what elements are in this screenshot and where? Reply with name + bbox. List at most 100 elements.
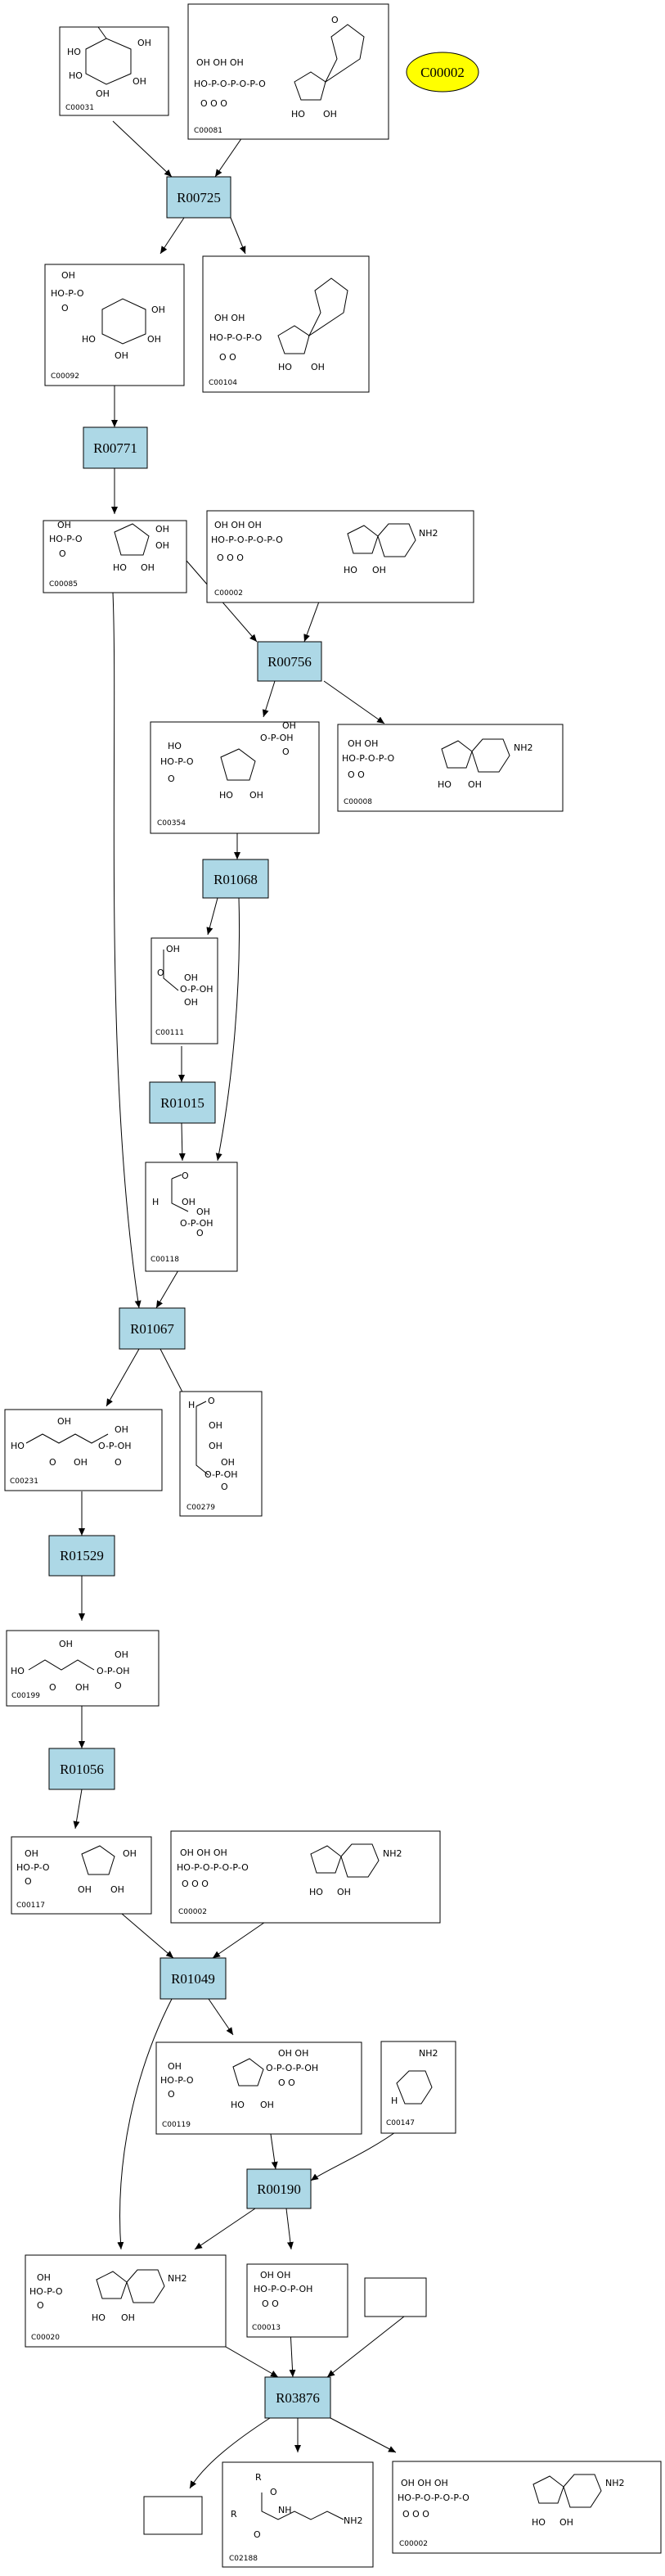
svg-text:NH2: NH2 — [419, 528, 438, 539]
highlight-node-C00002[interactable]: C00002 — [406, 52, 479, 92]
compound-label: C00002 — [178, 1908, 207, 1916]
compound-C00031[interactable]: HO OH HO OH OH C00031 — [59, 26, 169, 116]
compound-C00104[interactable]: HO-P-O-P-O OH OH O O HO OH C00104 — [202, 255, 370, 393]
compound-label: C00111 — [155, 1029, 184, 1037]
structure-atp — [310, 1843, 380, 1878]
reaction-label: R01056 — [60, 1762, 104, 1777]
structure-g6p — [101, 298, 146, 345]
svg-text:HO: HO — [309, 1887, 323, 1897]
svg-text:OH: OH — [468, 779, 482, 790]
structure-gap — [171, 1174, 189, 1212]
compound-C00085[interactable]: HO-P-O OH O OH OH HO OH C00085 — [43, 520, 187, 593]
svg-text:OH: OH — [323, 109, 337, 120]
compound-C00081[interactable]: HO-P-O-P-O-P-O OH OH OH O O O O HO OH C0… — [187, 3, 389, 140]
svg-text:HO: HO — [438, 779, 452, 790]
compound-label: C00031 — [65, 104, 94, 112]
svg-text:H: H — [188, 1400, 195, 1410]
highlight-label: C00002 — [420, 65, 465, 80]
compound-label: C00092 — [51, 372, 79, 381]
svg-text:OH: OH — [137, 38, 151, 48]
svg-text:HO-P-O-P-O-P-O: HO-P-O-P-O-P-O — [211, 535, 283, 545]
svg-text:O: O — [282, 747, 290, 757]
compound-label: C00119 — [162, 2121, 191, 2129]
svg-text:OH: OH — [75, 1682, 89, 1693]
svg-text:OH: OH — [133, 76, 146, 87]
reaction-R00756[interactable]: R00756 — [257, 641, 322, 682]
reaction-R00725[interactable]: R00725 — [166, 176, 231, 219]
compound-label: C02188 — [229, 2555, 258, 2563]
structure-adenine — [396, 2070, 433, 2105]
svg-text:OH: OH — [59, 1639, 73, 1649]
compound-label: C00279 — [186, 1504, 215, 1512]
svg-text:OH: OH — [249, 790, 263, 801]
reaction-R01049[interactable]: R01049 — [160, 1957, 227, 2000]
svg-text:NH2: NH2 — [344, 2515, 363, 2526]
structure-adp — [441, 738, 510, 773]
compound-C00013[interactable]: HO-P-O-P-OH OH OH O O C00013 — [246, 2263, 348, 2338]
structure-itp — [294, 24, 365, 101]
svg-text:OH: OH — [57, 1416, 71, 1427]
svg-text:HO: HO — [219, 790, 233, 801]
svg-text:O-P-OH: O-P-OH — [260, 733, 294, 743]
svg-text:HO: HO — [92, 2312, 106, 2323]
svg-text:OH: OH — [282, 720, 296, 731]
reaction-R01067[interactable]: R01067 — [119, 1307, 186, 1350]
edges — [73, 120, 405, 2489]
svg-text:OH: OH — [184, 997, 198, 1008]
structure-fbp — [220, 748, 256, 781]
svg-text:O O O: O O O — [182, 1879, 209, 1889]
compound-C00199[interactable]: HO OH O OH O-P-OH OH O C00199 — [6, 1630, 160, 1707]
compound-C00118[interactable]: O H OH O-P-OH OH O C00118 — [145, 1162, 238, 1272]
svg-text:O: O — [157, 968, 164, 978]
compound-C02188[interactable]: R O R NH O NH2 C02188 — [222, 2461, 374, 2568]
compound-C00020[interactable]: HO-P-O OH O NH2 HO OH C00020 — [25, 2254, 227, 2348]
svg-text:O-P-OH: O-P-OH — [97, 1666, 130, 1676]
svg-text:O: O — [168, 2089, 175, 2100]
reaction-R01529[interactable]: R01529 — [48, 1535, 115, 1577]
svg-text:OH: OH — [182, 1197, 195, 1207]
reaction-R00771[interactable]: R00771 — [83, 426, 148, 469]
structure-protein-lysine — [261, 2493, 344, 2520]
compound-C00117[interactable]: HO-P-O OH O OH OH OH C00117 — [11, 1836, 152, 1915]
compound-label: C00104 — [209, 379, 237, 387]
compound-label: C00081 — [194, 127, 222, 135]
svg-text:OH: OH — [184, 972, 198, 983]
svg-text:OH OH: OH OH — [348, 738, 378, 749]
compound-C00147[interactable]: NH2 H C00147 — [380, 2041, 456, 2134]
svg-text:HO-P-O: HO-P-O — [51, 288, 84, 299]
compound-C00354[interactable]: HO-P-O HO O O-P-OH OH O HO OH C00354 — [150, 720, 320, 834]
compound-C00002-bottom[interactable]: HO-P-O-P-O-P-O OH OH OH O O O NH2 HO OH … — [392, 2461, 662, 2554]
compound-C00279[interactable]: H O OH OH O-P-OH OH O C00279 — [179, 1391, 263, 1517]
compound-C00008[interactable]: HO-P-O-P-O OH OH O O NH2 HO OH C00008 — [337, 724, 564, 812]
svg-text:O: O — [49, 1457, 56, 1468]
svg-text:H: H — [391, 2096, 398, 2106]
svg-text:OH OH OH: OH OH OH — [180, 1847, 227, 1858]
svg-text:OH: OH — [141, 562, 155, 573]
compound-C00002[interactable]: HO-P-O-P-O-P-O OH OH OH O O O NH2 HO OH … — [206, 510, 474, 603]
svg-text:OH OH: OH OH — [260, 2270, 290, 2281]
unlabeled-compound-box[interactable] — [143, 2496, 203, 2535]
svg-text:O: O — [115, 1457, 122, 1468]
svg-text:NH2: NH2 — [419, 2048, 438, 2059]
svg-text:R: R — [255, 2472, 262, 2483]
reaction-R00190[interactable]: R00190 — [246, 2168, 312, 2209]
svg-text:OH OH: OH OH — [278, 2048, 308, 2059]
reaction-R01015[interactable]: R01015 — [149, 1081, 216, 1124]
compound-C00111[interactable]: OH O O-P-OH OH OH C00111 — [151, 937, 218, 1044]
compound-label: C00013 — [252, 2324, 281, 2332]
svg-text:HO: HO — [344, 565, 357, 575]
reaction-R01068[interactable]: R01068 — [202, 859, 269, 899]
reaction-label: R00756 — [267, 654, 312, 670]
reaction-R01056[interactable]: R01056 — [48, 1748, 115, 1790]
reaction-R03876[interactable]: R03876 — [264, 2376, 331, 2419]
compound-C00119[interactable]: HO-P-O OH O O-P-O-P-OH OH OH O O HO OH C… — [155, 2041, 362, 2135]
compound-C00002-middle[interactable]: HO-P-O-P-O-P-O OH OH OH O O O NH2 HO OH … — [170, 1830, 441, 1924]
unlabeled-compound-box[interactable] — [364, 2277, 427, 2317]
svg-text:O-P-O-P-OH: O-P-O-P-OH — [266, 2063, 318, 2073]
compound-C00092[interactable]: HO-P-O OH O OH HO OH OH C00092 — [44, 264, 185, 386]
svg-text:HO-P-O-P-O-P-O: HO-P-O-P-O-P-O — [194, 79, 266, 89]
svg-text:NH2: NH2 — [605, 2478, 625, 2488]
compound-C00231[interactable]: HO OH O OH O-P-OH OH O C00231 — [4, 1409, 163, 1491]
svg-text:O: O — [59, 548, 66, 559]
